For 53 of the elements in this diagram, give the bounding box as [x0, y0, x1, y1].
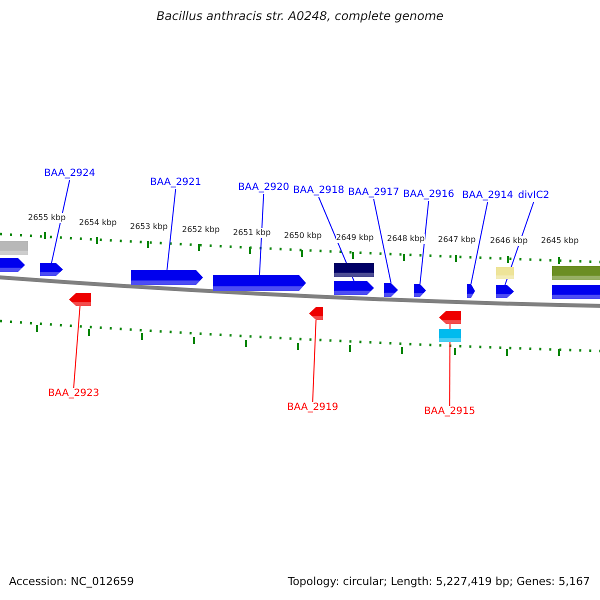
gene-label: BAA_2915	[424, 406, 476, 418]
feature-block	[496, 267, 514, 279]
scale-label: 2651 kbp	[233, 228, 271, 238]
gene-bar	[384, 283, 398, 297]
gene-bar	[69, 293, 91, 306]
feature-block	[439, 329, 461, 342]
gene-label: BAA_2916	[403, 189, 454, 201]
genome-summary: Topology: circular; Length: 5,227,419 bp; Genes: 5,167	[288, 576, 590, 588]
gene-bar	[0, 258, 25, 272]
gene-label: BAA_2914	[462, 190, 514, 202]
leader-line	[73, 306, 80, 388]
leader-line	[166, 188, 176, 270]
scale-label: 2654 kbp	[79, 218, 117, 228]
feature-block	[552, 266, 600, 280]
title: Bacillus anthracis str. A0248, complete genome	[155, 10, 445, 22]
scale-label: 2653 kbp	[130, 222, 168, 232]
scale-label: 2646 kbp	[490, 236, 528, 246]
leader-line	[470, 202, 488, 284]
scale-label: 2655 kbp	[28, 213, 66, 223]
feature-block	[334, 263, 374, 277]
scale-label: 2648 kbp	[387, 234, 425, 244]
leader-line	[504, 202, 534, 286]
gene-label: BAA_2918	[293, 185, 344, 197]
gene-bar	[40, 263, 63, 276]
gene-label: divIC2	[518, 190, 550, 202]
gene-bar	[334, 281, 374, 295]
gene-bar	[414, 284, 426, 297]
scale-label: 2647 kbp	[438, 235, 476, 245]
gene-bar	[131, 270, 203, 285]
leader-line	[312, 320, 316, 402]
gene-label: BAA_2923	[48, 388, 100, 400]
gene-bar	[496, 285, 514, 298]
gene-label: BAA_2920	[238, 182, 290, 194]
gene-bar	[213, 275, 306, 291]
gene-bar	[309, 307, 323, 320]
feature-block	[552, 285, 600, 299]
scale-label: 2650 kbp	[284, 231, 322, 241]
gene-bar	[439, 311, 461, 324]
gene-label: BAA_2919	[287, 402, 338, 414]
scale-label: 2645 kbp	[541, 236, 579, 246]
leader-line	[449, 324, 450, 406]
gene-label: BAA_2924	[44, 168, 96, 180]
gene-label: BAA_2917	[348, 187, 400, 199]
leader-line	[259, 194, 264, 276]
accession-note: Accession: NC_012659	[9, 576, 134, 588]
scale-label: 2652 kbp	[182, 225, 220, 235]
scale-label: 2649 kbp	[336, 233, 374, 243]
leader-line	[373, 198, 392, 284]
gene-bar	[467, 284, 475, 298]
gene-label: BAA_2921	[150, 177, 202, 189]
leader-line	[420, 200, 430, 284]
feature-block	[0, 241, 28, 255]
leader-line	[51, 180, 70, 264]
